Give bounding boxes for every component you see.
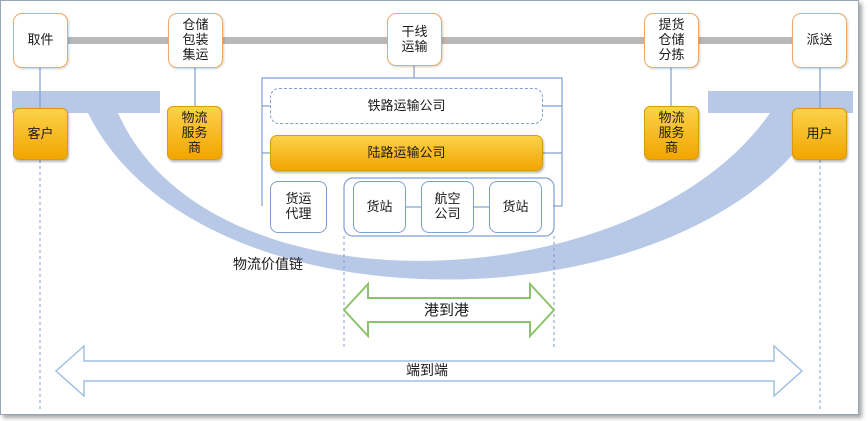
customer-node: 客户 (13, 108, 68, 160)
end-to-end-arrow (54, 344, 804, 398)
step-pickup: 取件 (13, 13, 68, 68)
value-chain-label: 物流价值链 (233, 257, 303, 273)
air-chain-group (343, 177, 555, 237)
end-to-end-label: 端到端 (406, 363, 448, 379)
step-trunk-transport: 干线 运输 (387, 13, 442, 66)
port-to-port-arrow (342, 281, 556, 339)
freight-agent: 货运 代理 (270, 181, 327, 233)
diagram-frame (0, 0, 859, 415)
carriers-bracket (261, 77, 563, 206)
rail-transport-company: 铁路运输公司 (270, 88, 543, 124)
road-transport-company: 陆路运输公司 (270, 135, 543, 171)
logistics-provider-right: 物流 服务 商 (644, 106, 699, 160)
value-chain-band (12, 91, 853, 280)
user-node: 用户 (792, 108, 847, 160)
step-storage-pack-consolidate: 仓储 包装 集运 (168, 13, 223, 68)
cargo-station-left: 货站 (353, 181, 406, 233)
step-pickup-storage-sort: 提货 仓储 分拣 (644, 13, 699, 68)
port-to-port-label: 港到港 (424, 301, 470, 319)
logistics-provider-left: 物流 服务 商 (167, 106, 222, 160)
cargo-station-right: 货站 (489, 181, 542, 233)
air-company: 航空 公司 (421, 181, 474, 233)
step-delivery: 派送 (792, 13, 847, 68)
